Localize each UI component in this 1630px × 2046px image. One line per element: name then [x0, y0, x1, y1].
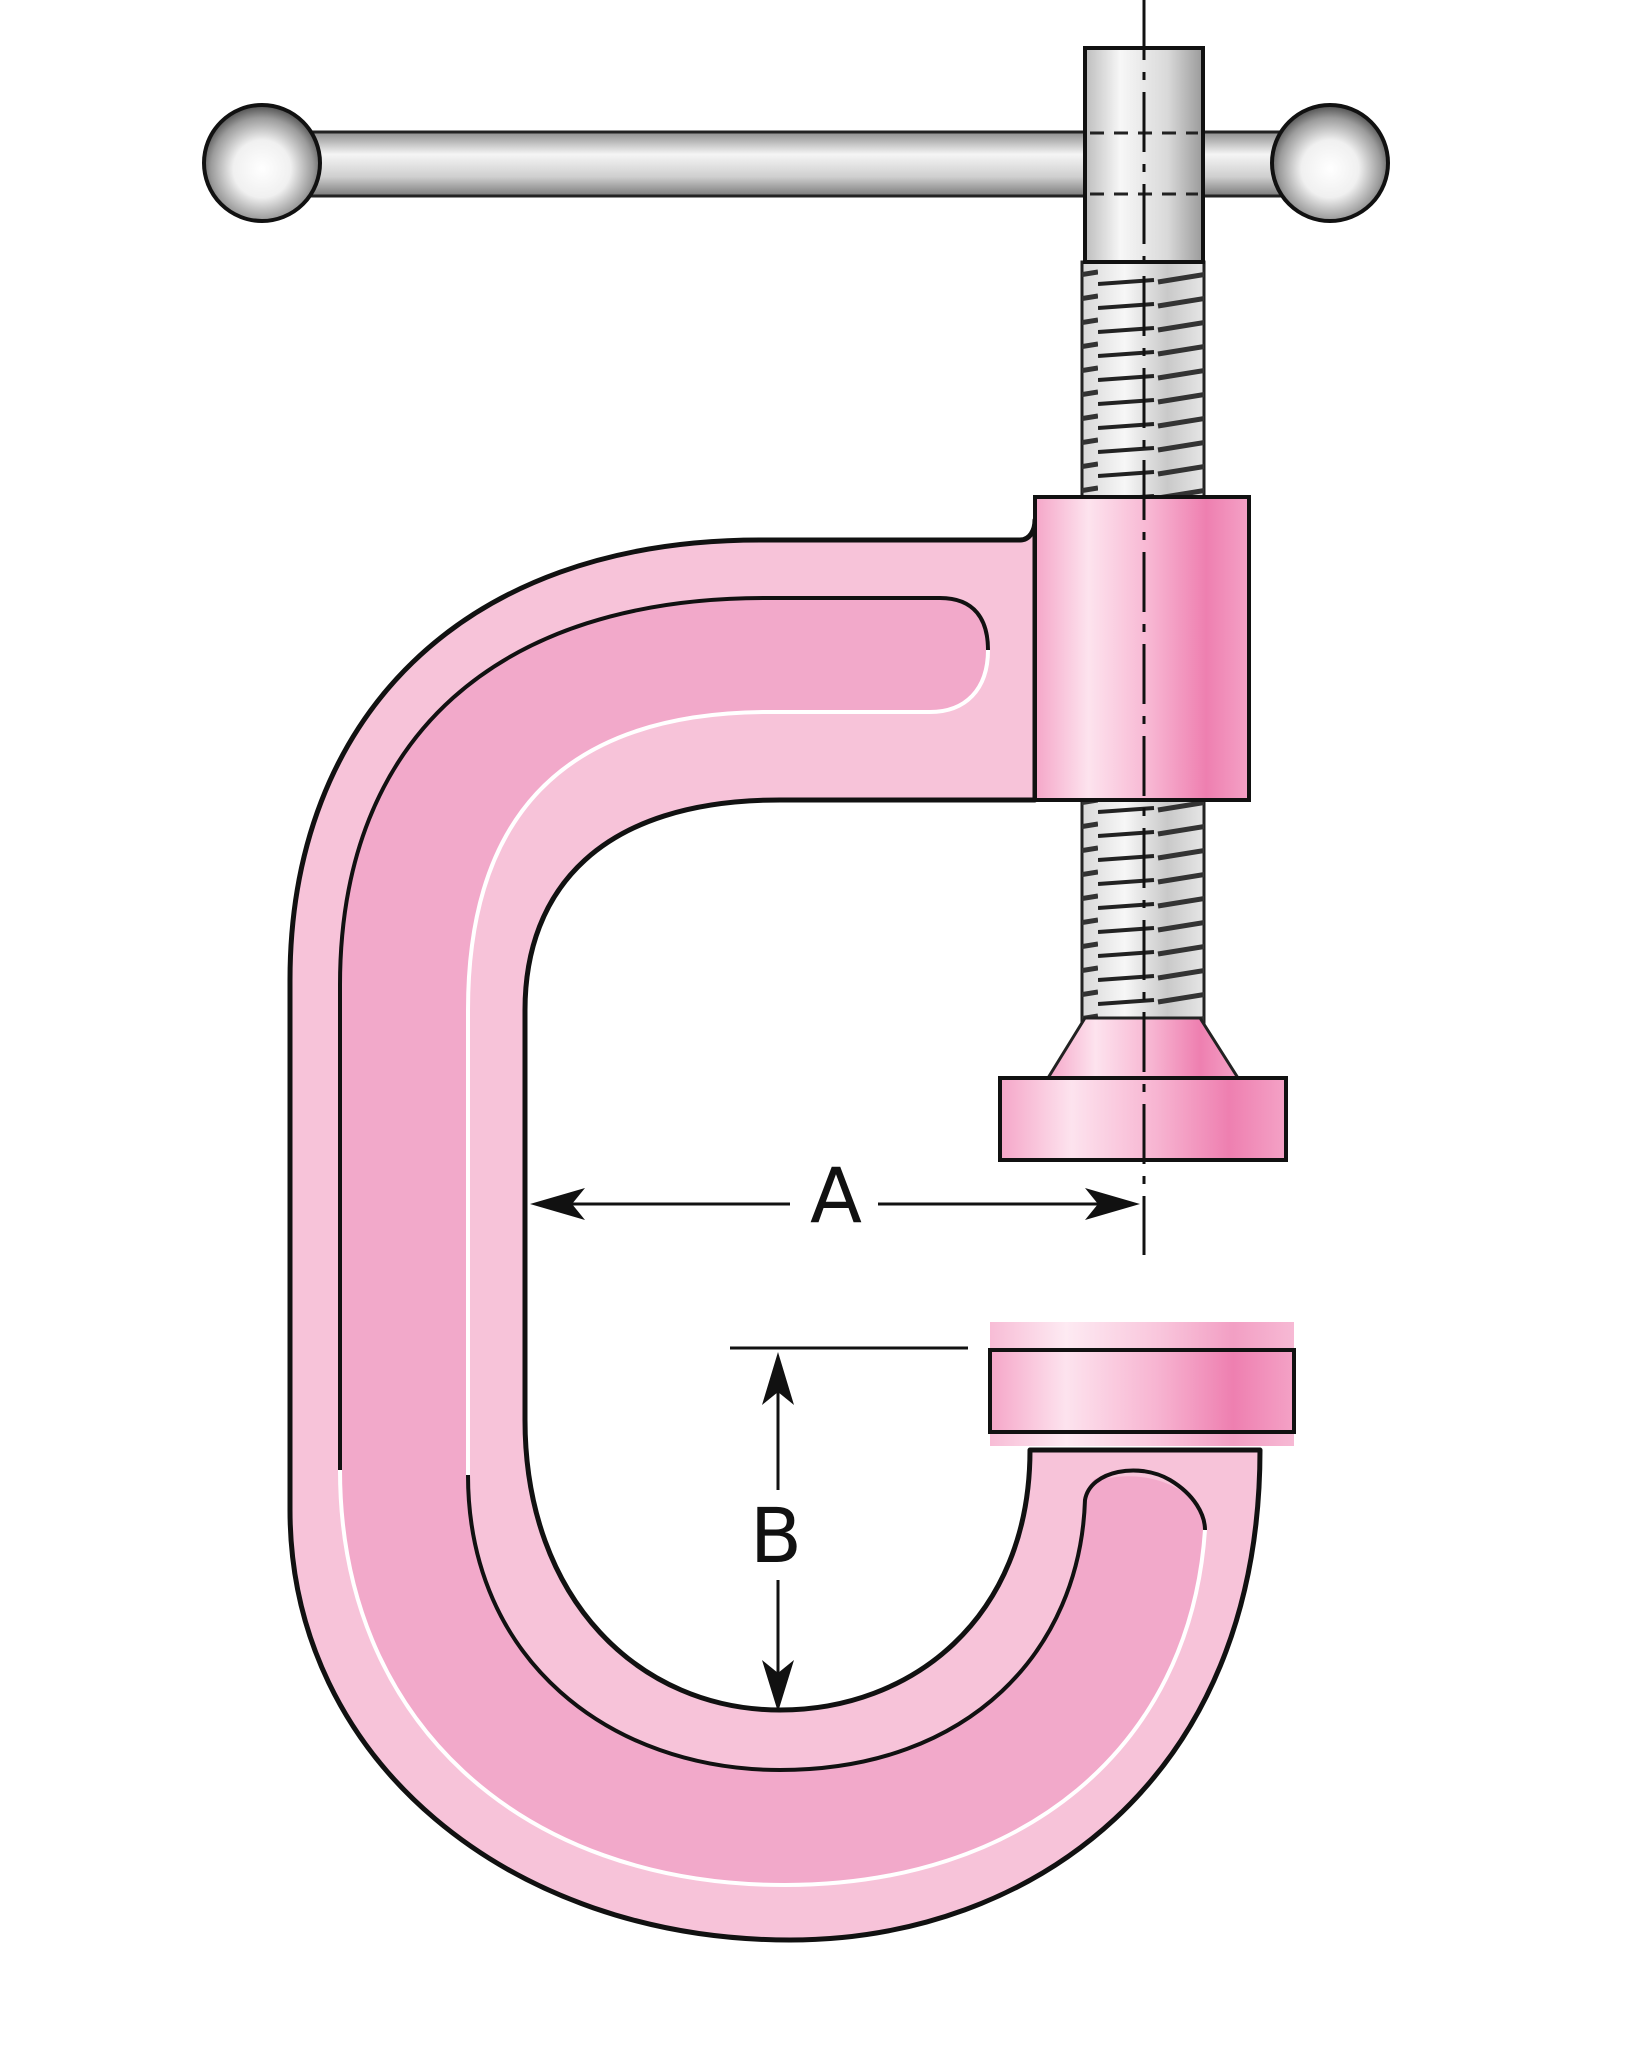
dimension-a-label: A [810, 1151, 862, 1240]
frame-boss [1033, 495, 1251, 802]
handle-knob-right [1270, 103, 1390, 223]
t-handle [202, 46, 1390, 264]
dimension-a: A [530, 1151, 1140, 1240]
dimension-b-label: B [750, 1491, 802, 1580]
anvil-pad [988, 1322, 1296, 1446]
c-frame [287, 517, 1263, 1943]
handle-knob-left [202, 103, 322, 223]
dimension-b: B [730, 1346, 968, 1712]
